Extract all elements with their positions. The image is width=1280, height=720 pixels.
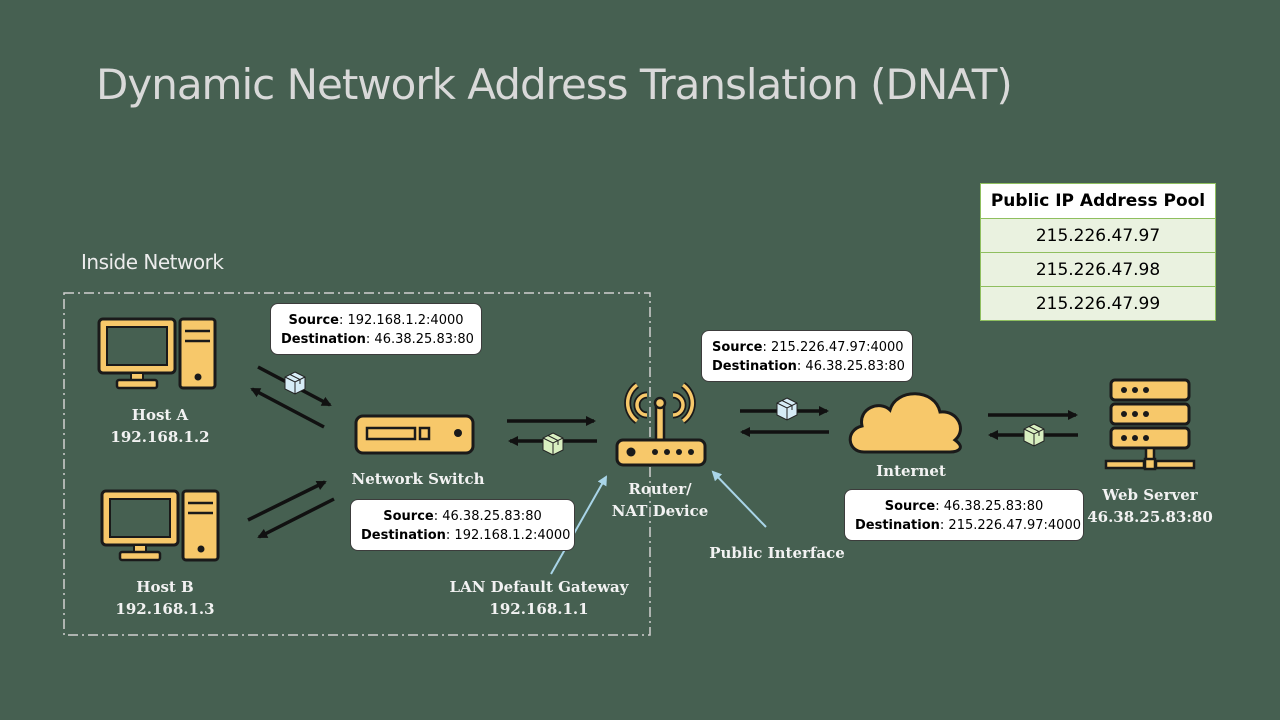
ip-pool-header: Public IP Address Pool xyxy=(980,183,1216,219)
slide-title: Dynamic Network Address Translation (DNA… xyxy=(96,60,1013,109)
ip-pool-address: 215.226.47.98 xyxy=(980,252,1216,287)
host-b-ip: 192.168.1.3 xyxy=(115,600,215,618)
packet-inbound-icon xyxy=(1023,423,1045,447)
router-icon xyxy=(615,382,707,467)
callout-lan-inbound: Source: 46.38.25.83:80 Destination: 192.… xyxy=(350,499,575,551)
host-b-name: Host B xyxy=(136,578,194,596)
host-b-label: Host B 192.168.1.3 xyxy=(105,576,225,620)
gateway-pointer-line xyxy=(550,475,607,575)
host-a-ip: 192.168.1.2 xyxy=(110,428,210,446)
public-interface-label: Public Interface xyxy=(709,544,845,562)
callout-wan-outbound: Source: 215.226.47.97:4000 Destination: … xyxy=(701,330,913,382)
arrow-switch-to-host-b xyxy=(257,497,335,539)
public-interface-pointer-line xyxy=(711,470,767,528)
packet-outbound-icon xyxy=(776,397,798,421)
arrow-host-b-to-switch xyxy=(247,480,327,522)
host-a-computer-icon xyxy=(97,317,217,390)
traffic-arrows xyxy=(247,365,1078,539)
switch-label: Network Switch xyxy=(351,470,485,488)
packet-outbound-icon xyxy=(284,371,306,395)
router-label: Router/ NAT Device xyxy=(600,478,720,522)
arrow-switch-to-host-a xyxy=(250,387,325,429)
host-b-computer-icon xyxy=(100,489,220,562)
inside-network-label: Inside Network xyxy=(81,250,224,274)
ip-pool-address: 215.226.47.99 xyxy=(980,286,1216,321)
host-a-label: Host A 192.168.1.2 xyxy=(100,404,220,448)
web-server-label: Web Server 46.38.25.83:80 xyxy=(1082,484,1218,528)
host-a-name: Host A xyxy=(131,406,189,424)
callout-wan-inbound: Source: 46.38.25.83:80 Destination: 215.… xyxy=(844,489,1084,541)
web-server-ip: 46.38.25.83:80 xyxy=(1087,508,1213,526)
gateway-label: LAN Default Gateway 192.168.1.1 xyxy=(434,576,644,620)
web-server-name: Web Server xyxy=(1102,486,1198,504)
packet-inbound-icon xyxy=(542,432,564,456)
internet-label: Internet xyxy=(876,462,946,480)
ip-pool-address: 215.226.47.97 xyxy=(980,218,1216,253)
inside-network-boundary xyxy=(63,292,651,636)
router-label-line-2: NAT Device xyxy=(611,502,709,520)
internet-cloud-icon xyxy=(848,392,962,454)
callout-lan-outbound: Source: 192.168.1.2:4000 Destination: 46… xyxy=(270,303,482,355)
gateway-name: LAN Default Gateway xyxy=(449,578,629,596)
ip-pool-table: Public IP Address Pool 215.226.47.97 215… xyxy=(980,183,1216,321)
web-server-icon xyxy=(1104,378,1196,471)
router-label-line-1: Router/ xyxy=(628,480,692,498)
network-switch-icon xyxy=(354,414,475,455)
gateway-ip: 192.168.1.1 xyxy=(489,600,589,618)
